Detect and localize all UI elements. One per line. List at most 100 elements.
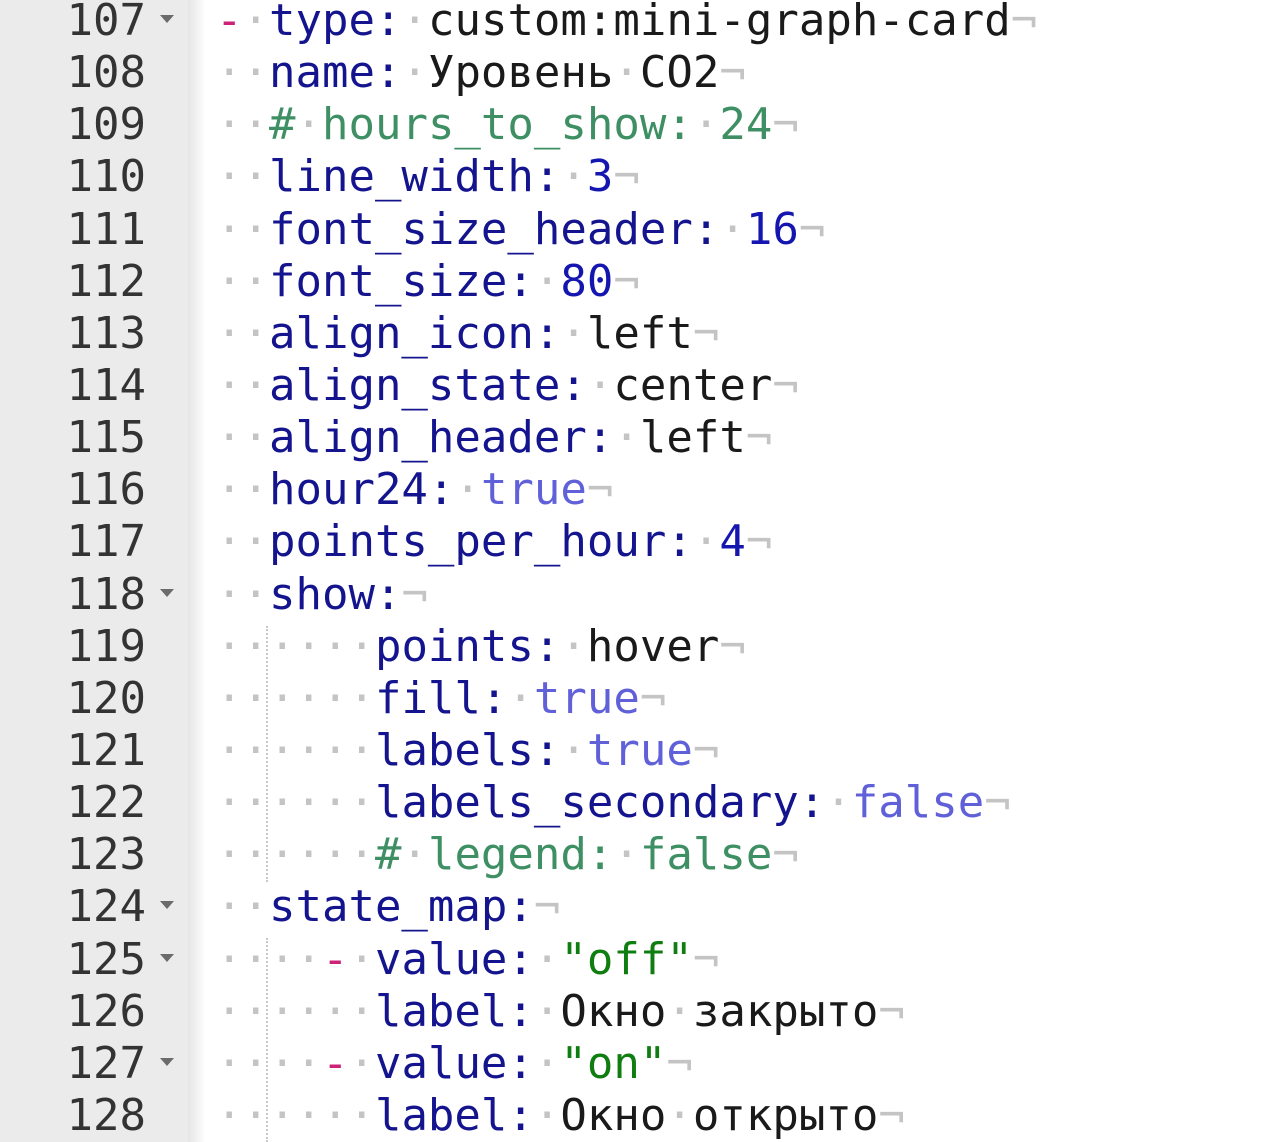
colon: : xyxy=(533,307,561,359)
line-number: 121 xyxy=(66,724,146,776)
line-number: 116 xyxy=(66,464,146,516)
value-text: center xyxy=(613,359,773,411)
code-line-123[interactable]: 123······#·legend:·false¬ xyxy=(0,829,1280,881)
whitespace-marker: · xyxy=(692,99,720,151)
line-number: 123 xyxy=(66,829,146,881)
code-line-113[interactable]: 113··align_icon:·left¬ xyxy=(0,308,1280,360)
colon: : xyxy=(507,881,534,933)
colon: : xyxy=(798,777,826,829)
fold-arrow-icon[interactable] xyxy=(160,1057,174,1066)
whitespace-marker: ······ xyxy=(216,829,375,881)
code-line-112[interactable]: 112··font_size:·80¬ xyxy=(0,256,1280,308)
whitespace-marker: ·· xyxy=(216,307,269,359)
whitespace-marker: · xyxy=(242,0,270,46)
colon: : xyxy=(427,464,455,516)
whitespace-marker: · xyxy=(533,1037,561,1089)
code-text: ··state_map:¬ xyxy=(216,881,560,933)
comment-text: hours_to_show: xyxy=(321,99,693,151)
yaml-key: label xyxy=(374,1089,508,1141)
yaml-key: show xyxy=(268,568,375,620)
line-number: 120 xyxy=(66,672,146,724)
code-line-110[interactable]: 110··line_width:·3¬ xyxy=(0,151,1280,203)
whitespace-marker: ·· xyxy=(216,203,269,255)
line-end-marker: ¬ xyxy=(692,307,720,359)
code-line-121[interactable]: 121 ······labels:·true¬ xyxy=(0,725,1280,777)
whitespace-marker: · xyxy=(613,829,640,881)
value-text: left xyxy=(639,412,746,464)
code-line-109[interactable]: 109··#·hours_to_show:·24¬ xyxy=(0,99,1280,151)
whitespace-marker: · xyxy=(454,464,481,516)
line-number: 110 xyxy=(66,151,146,203)
colon: : xyxy=(507,1037,534,1089)
code-line-116[interactable]: 116··hour24:·true¬ xyxy=(0,464,1280,516)
code-text: ··font_size_header:·16¬ xyxy=(216,204,825,256)
indent-guide-state-map xyxy=(266,938,268,1142)
line-number: 108 xyxy=(66,47,146,99)
code-text: -·type:·custom:mini-graph-card¬ xyxy=(216,0,1037,47)
code-line-125[interactable]: 125····-·value:·"off"¬ xyxy=(0,934,1280,986)
comment-text: # xyxy=(374,829,402,881)
code-line-119[interactable]: 119······points:·hover¬ xyxy=(0,621,1280,673)
code-line-108[interactable]: 108 ··name:·Уровень·CO2¬ xyxy=(0,47,1280,99)
whitespace-marker: · xyxy=(348,1037,375,1089)
whitespace-marker: ···· xyxy=(216,1037,322,1089)
value-text: открыто xyxy=(692,1089,879,1141)
line-end-marker: ¬ xyxy=(798,203,826,255)
whitespace-marker: · xyxy=(560,151,587,203)
fold-arrow-icon[interactable] xyxy=(160,901,174,910)
code-line-120[interactable]: 120······fill:·true¬ xyxy=(0,673,1280,725)
comment-text: legend: xyxy=(427,829,614,881)
line-end-marker: ¬ xyxy=(878,985,905,1037)
line-number: 115 xyxy=(66,412,146,464)
list-dash: - xyxy=(321,1037,349,1089)
line-end-marker: ¬ xyxy=(613,151,640,203)
whitespace-marker: · xyxy=(348,933,375,985)
whitespace-marker: · xyxy=(692,516,720,568)
number-value: 16 xyxy=(745,203,799,255)
code-line-107[interactable]: 107 -·type:·custom:mini-graph-card¬ xyxy=(0,0,1280,47)
line-number: 112 xyxy=(66,255,146,307)
whitespace-marker: · xyxy=(613,412,640,464)
line-number: 118 xyxy=(66,568,146,620)
boolean-value: true xyxy=(480,464,587,516)
code-line-118[interactable]: 118··show:¬ xyxy=(0,569,1280,621)
code-line-127[interactable]: 127····-·value:·"on"¬ xyxy=(0,1038,1280,1090)
code-line-115[interactable]: 115··align_header:·left¬ xyxy=(0,412,1280,464)
value-text: Окно xyxy=(560,985,667,1037)
line-number: 128 xyxy=(66,1089,146,1141)
code-line-128[interactable]: 128······label:·Окно·открыто¬ xyxy=(0,1090,1280,1142)
yaml-key: font_size_header xyxy=(268,203,693,255)
list-dash: - xyxy=(216,0,243,46)
number-value: 3 xyxy=(586,151,614,203)
colon: : xyxy=(586,412,614,464)
colon: : xyxy=(692,203,720,255)
whitespace-marker: · xyxy=(533,985,561,1037)
whitespace-marker: · xyxy=(533,933,561,985)
code-line-124[interactable]: 124 ··state_map:¬ xyxy=(0,881,1280,933)
code-line-111[interactable]: 111··font_size_header:·16¬ xyxy=(0,204,1280,256)
number-value: 4 xyxy=(719,516,746,568)
whitespace-marker: ·· xyxy=(216,99,269,151)
whitespace-marker: ······ xyxy=(216,724,375,776)
code-line-114[interactable]: 114··align_state:·center¬ xyxy=(0,360,1280,412)
whitespace-marker: · xyxy=(666,985,693,1037)
line-end-marker: ¬ xyxy=(692,724,720,776)
code-text: ······points:·hover¬ xyxy=(216,621,746,673)
code-line-126[interactable]: 126······label:·Окно·закрыто¬ xyxy=(0,986,1280,1038)
whitespace-marker: ·· xyxy=(216,151,269,203)
line-end-marker: ¬ xyxy=(613,255,640,307)
code-text: ······labels:·true¬ xyxy=(216,725,719,777)
whitespace-marker: ·· xyxy=(216,516,269,568)
yaml-key: value xyxy=(374,1037,508,1089)
fold-arrow-icon[interactable] xyxy=(160,953,174,962)
whitespace-marker: · xyxy=(560,620,587,672)
code-text: ··name:·Уровень·CO2¬ xyxy=(216,47,746,99)
fold-arrow-icon[interactable] xyxy=(160,15,174,23)
yaml-key: fill xyxy=(374,672,481,724)
code-line-122[interactable]: 122······labels_secondary:·false¬ xyxy=(0,777,1280,829)
line-number: 107 xyxy=(66,0,146,46)
fold-arrow-icon[interactable] xyxy=(160,588,174,597)
code-line-117[interactable]: 117··points_per_hour:·4¬ xyxy=(0,516,1280,568)
line-number: 124 xyxy=(66,881,146,933)
